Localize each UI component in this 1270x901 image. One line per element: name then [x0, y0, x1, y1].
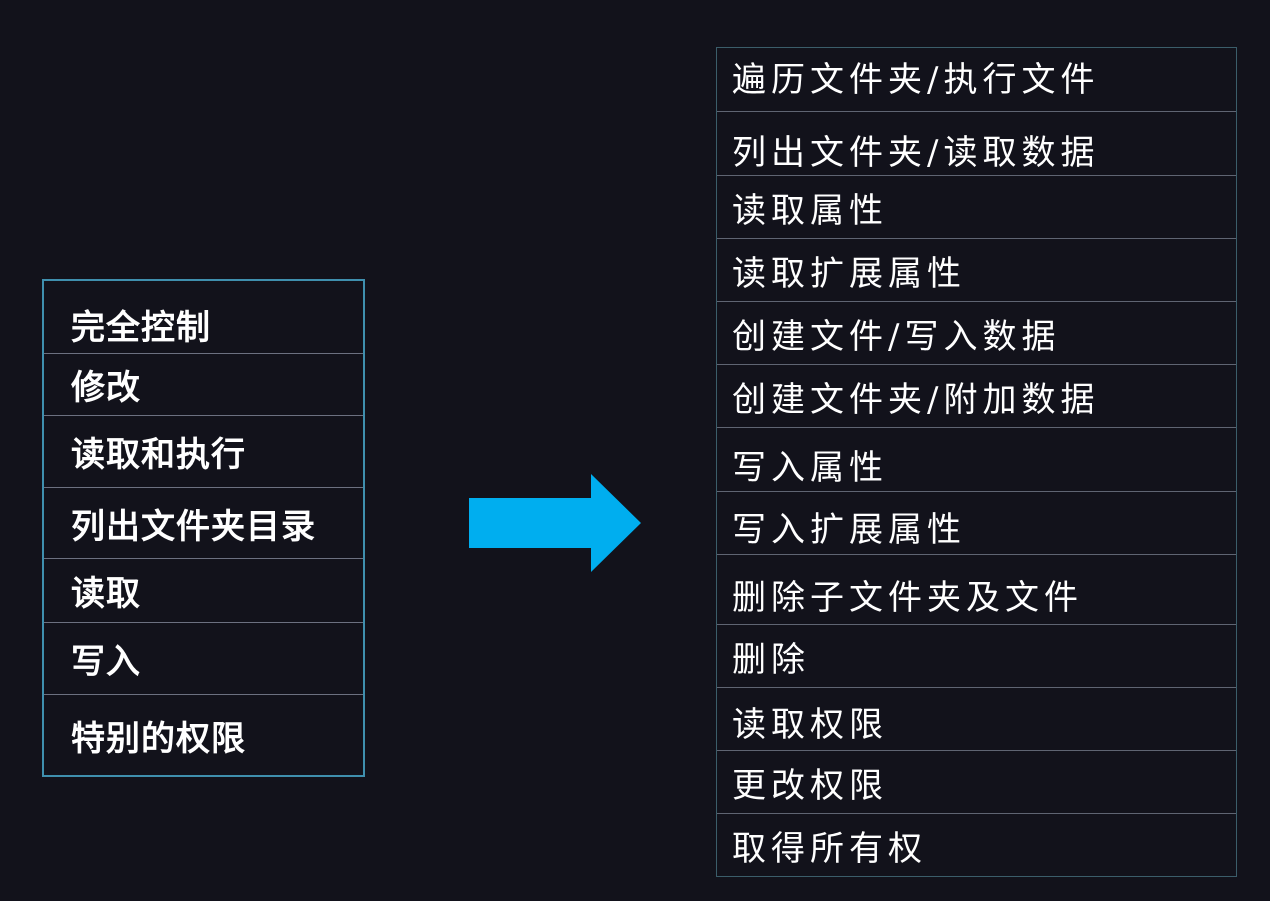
basic-permission-item: 列出文件夹目录	[44, 488, 363, 559]
advanced-permission-item: 遍历文件夹/执行文件	[717, 48, 1236, 112]
basic-permission-item: 读取	[44, 559, 363, 623]
basic-permission-label: 写入	[71, 642, 141, 682]
basic-permission-item: 特别的权限	[44, 695, 363, 775]
advanced-permission-item: 读取扩展属性	[717, 239, 1236, 302]
basic-permission-label: 列出文件夹目录	[71, 506, 316, 547]
advanced-permission-label: 遍历文件夹/执行文件	[732, 60, 1100, 100]
basic-permission-label: 特别的权限	[71, 718, 246, 759]
right-arrow-icon	[469, 474, 641, 572]
advanced-permission-label: 写入属性	[732, 448, 888, 488]
advanced-permission-label: 读取权限	[732, 704, 888, 745]
advanced-permission-item: 取得所有权	[717, 814, 1236, 876]
basic-permission-item: 写入	[44, 623, 363, 695]
advanced-permissions-box: 遍历文件夹/执行文件 列出文件夹/读取数据 读取属性 读取扩展属性 创建文件/写…	[716, 47, 1237, 877]
advanced-permission-item: 写入扩展属性	[717, 492, 1236, 555]
advanced-permission-label: 读取扩展属性	[732, 253, 966, 294]
advanced-permission-item: 创建文件夹/附加数据	[717, 365, 1236, 428]
advanced-permission-label: 取得所有权	[732, 828, 927, 869]
advanced-permission-item: 读取属性	[717, 176, 1236, 239]
basic-permission-item: 读取和执行	[44, 416, 363, 488]
advanced-permission-item: 创建文件/写入数据	[717, 302, 1236, 365]
advanced-permission-label: 删除	[732, 639, 810, 680]
advanced-permission-label: 读取属性	[732, 190, 888, 231]
advanced-permission-label: 列出文件夹/读取数据	[732, 133, 1100, 173]
basic-permission-label: 读取和执行	[71, 435, 246, 475]
basic-permission-label: 完全控制	[71, 307, 211, 348]
advanced-permission-label: 删除子文件夹及文件	[732, 578, 1083, 618]
advanced-permission-item: 更改权限	[717, 751, 1236, 814]
basic-permission-item: 修改	[44, 354, 363, 416]
advanced-permission-item: 删除子文件夹及文件	[717, 555, 1236, 625]
advanced-permission-label: 创建文件/写入数据	[732, 316, 1061, 357]
basic-permissions-box: 完全控制 修改 读取和执行 列出文件夹目录 读取 写入 特别的权限	[42, 279, 365, 777]
advanced-permission-label: 写入扩展属性	[732, 509, 966, 550]
advanced-permission-item: 读取权限	[717, 688, 1236, 751]
basic-permission-label: 读取	[71, 574, 141, 614]
advanced-permission-item: 删除	[717, 625, 1236, 688]
basic-permission-label: 修改	[71, 368, 141, 408]
advanced-permission-item: 列出文件夹/读取数据	[717, 112, 1236, 176]
advanced-permission-label: 创建文件夹/附加数据	[732, 379, 1100, 420]
advanced-permission-label: 更改权限	[732, 765, 888, 806]
advanced-permission-item: 写入属性	[717, 428, 1236, 492]
basic-permission-item: 完全控制	[44, 281, 363, 354]
